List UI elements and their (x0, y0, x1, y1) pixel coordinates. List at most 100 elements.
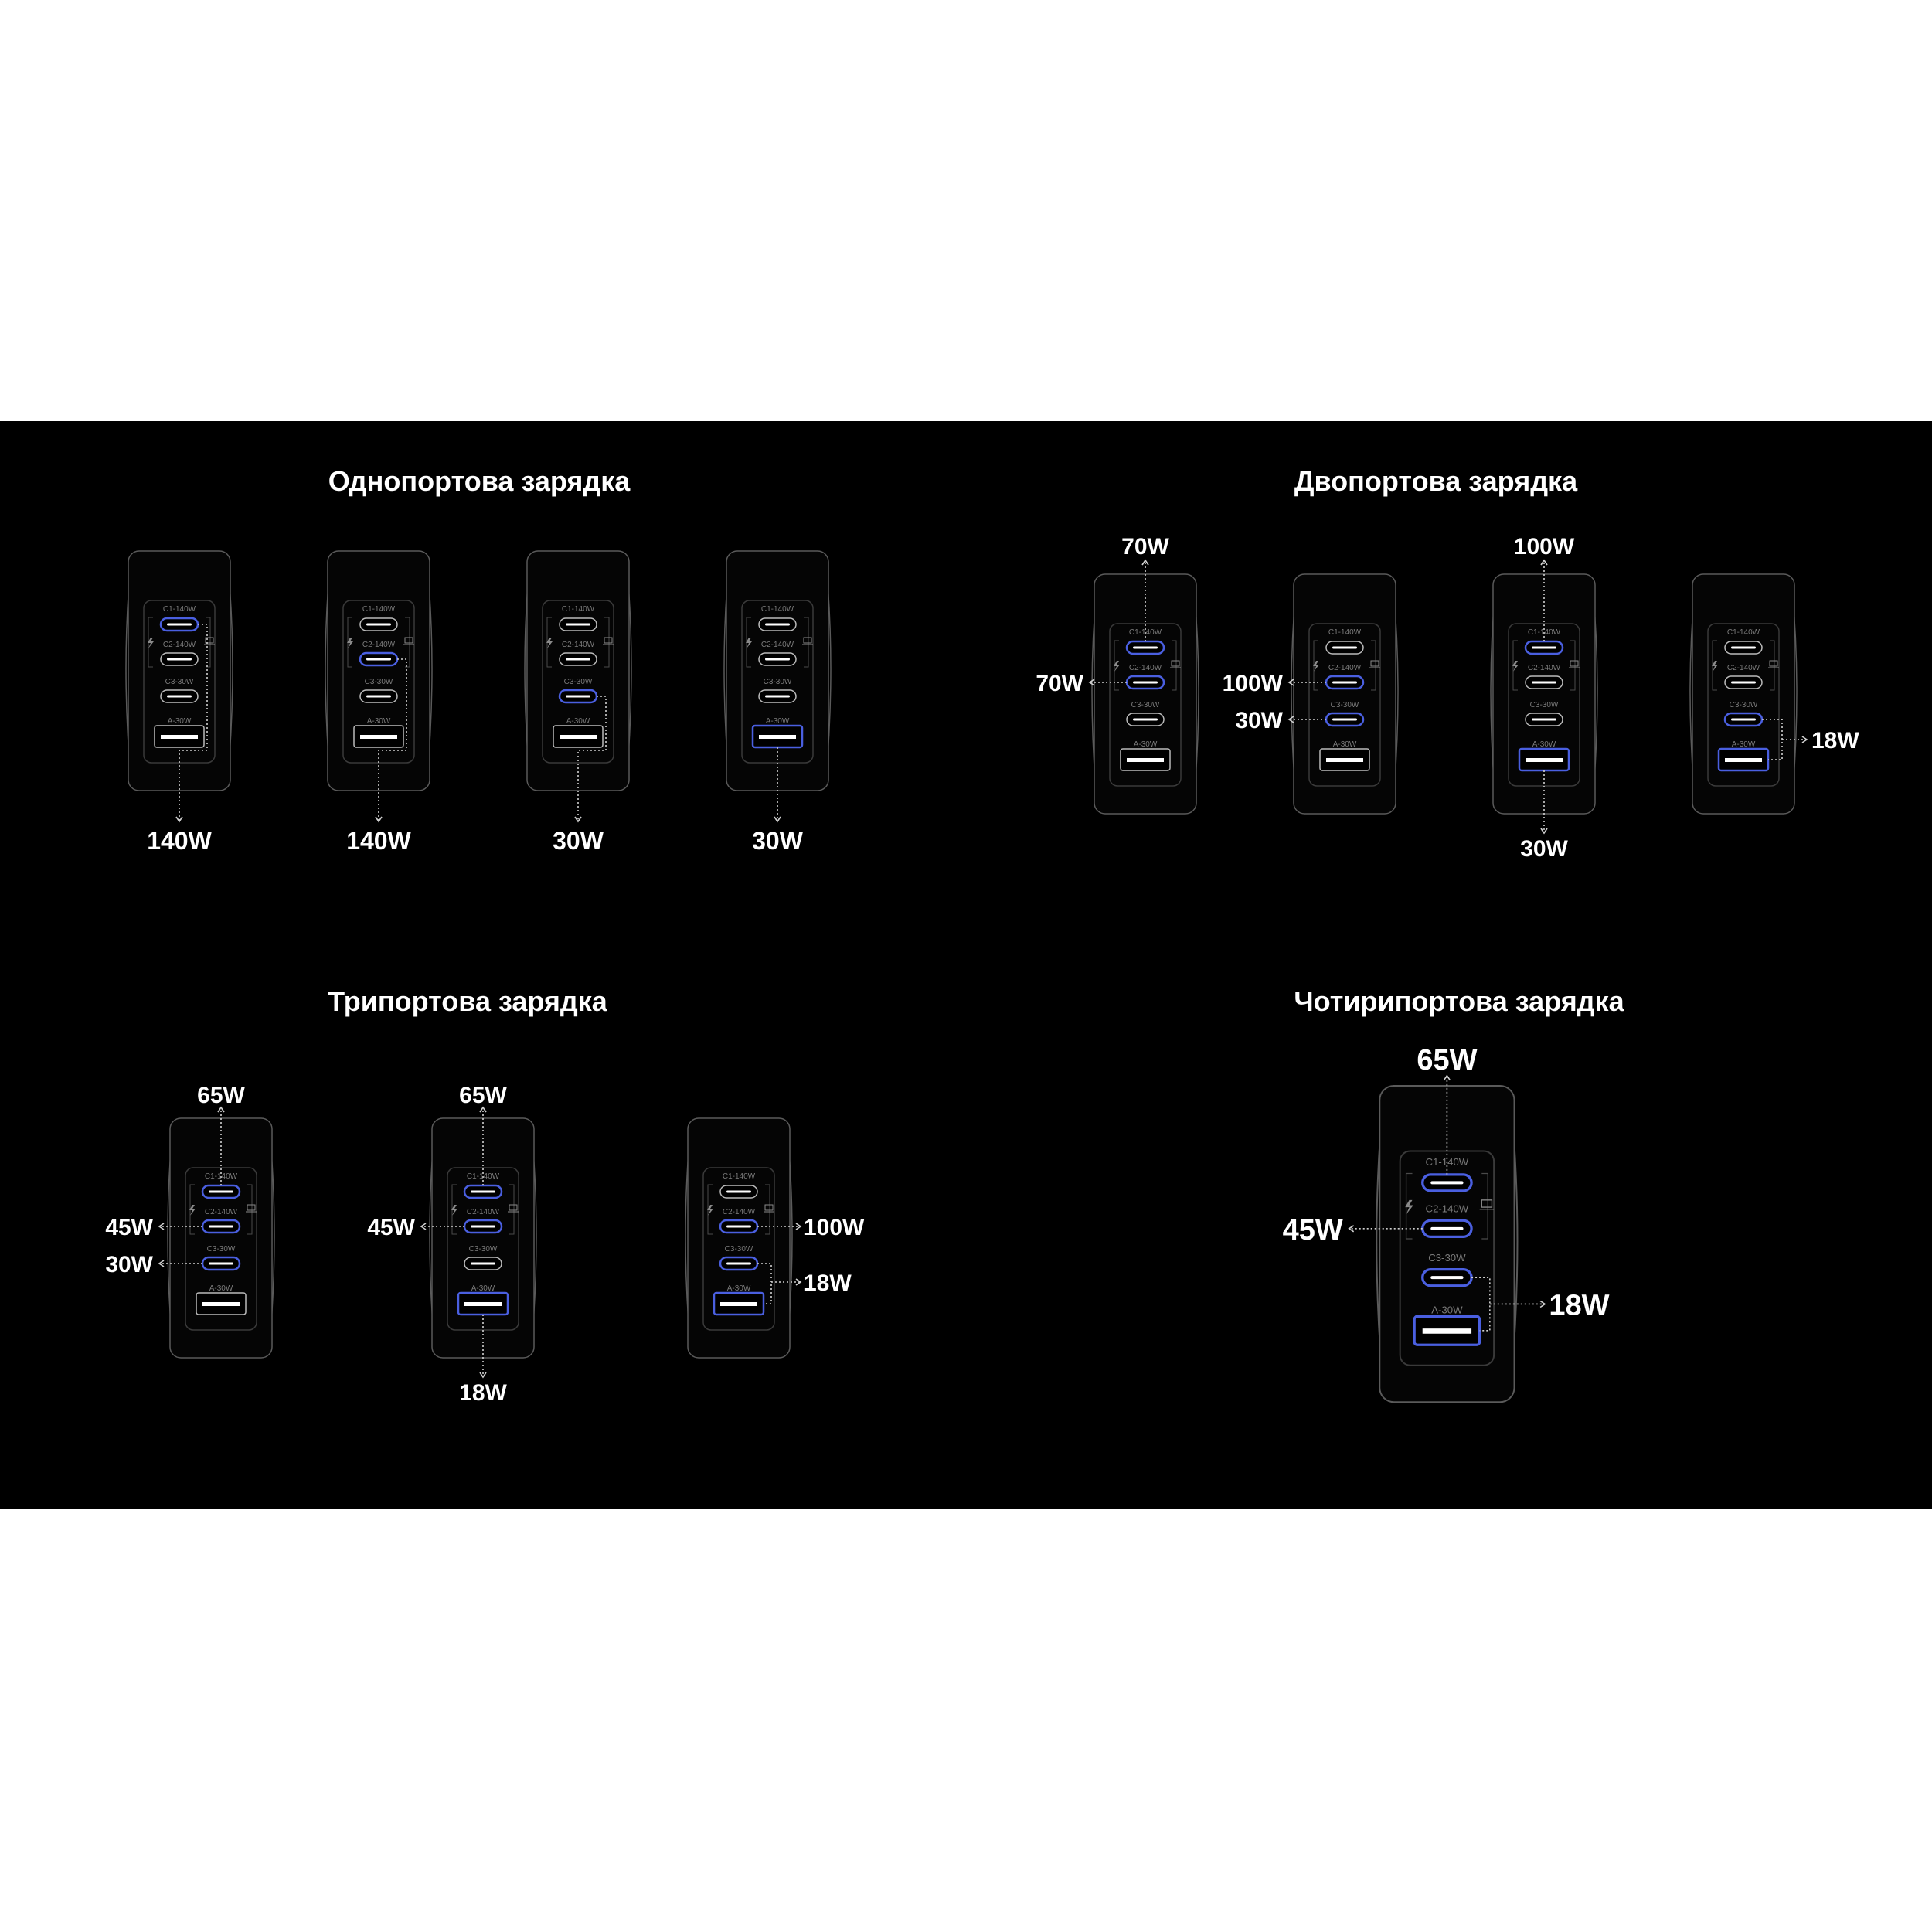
c-bracket-right (1371, 640, 1376, 691)
port-panel (1707, 623, 1780, 787)
laptop-icon (509, 1204, 518, 1211)
c-bracket-right (1770, 640, 1775, 691)
port-label-a: A-30W (566, 717, 590, 726)
port-label-a: A-30W (168, 717, 192, 726)
usb-a-contact (560, 735, 597, 739)
section-title: Однопортова зарядка (328, 465, 631, 497)
usb-c-contact (1133, 718, 1158, 721)
usb-a-contact (759, 735, 796, 739)
usb-c-contact (1133, 681, 1158, 684)
watt-label: 100W (1514, 534, 1575, 560)
laptop-icon (803, 637, 812, 644)
usb-c-contact (1430, 1181, 1464, 1185)
port-label-c3: C3-30W (1428, 1252, 1466, 1264)
usb-c-contact (471, 1225, 495, 1228)
usb-a-contact (360, 735, 397, 739)
usb-c-contact (566, 623, 590, 626)
watt-label: 70W (1036, 671, 1083, 696)
section-title: Трипортова зарядка (328, 985, 608, 1017)
usb-c-contact (366, 658, 391, 661)
arrow-head (1539, 1300, 1546, 1308)
port-label-c1: C1-140W (723, 1172, 756, 1181)
port-label-c2: C2-140W (1727, 664, 1760, 672)
bolt-icon (546, 638, 553, 648)
port-label-c3: C3-30W (764, 678, 792, 686)
arrow-head (158, 1260, 165, 1267)
usb-c-contact (1133, 646, 1158, 649)
arrow-head (1348, 1225, 1355, 1233)
usb-a-contact (1725, 758, 1762, 762)
c-bracket-right (509, 1184, 515, 1235)
bolt-icon (148, 638, 154, 648)
port-label-c2: C2-140W (723, 1208, 756, 1216)
port-label-c3: C3-30W (564, 678, 593, 686)
arrow-head (774, 816, 781, 823)
usb-c-contact (1532, 718, 1556, 721)
usb-c-contact (765, 658, 790, 661)
usb-a-contact (1526, 758, 1563, 762)
arrow-head (420, 1223, 427, 1230)
port-panel (1109, 623, 1182, 787)
arrow-head (375, 816, 383, 823)
usb-a-contact (720, 1302, 757, 1306)
port-label-c1: C1-140W (1727, 628, 1760, 637)
usb-c-contact (765, 623, 790, 626)
port-label-a: A-30W (1431, 1304, 1463, 1315)
port-label-a: A-30W (727, 1284, 751, 1293)
arrow-head (1287, 716, 1294, 723)
usb-c-contact (209, 1225, 233, 1228)
usb-c-contact (1532, 681, 1556, 684)
usb-a-contact (202, 1302, 240, 1306)
usb-c-contact (1731, 718, 1756, 721)
port-label-c3: C3-30W (365, 678, 393, 686)
arrow-head (479, 1372, 487, 1379)
charger-body (327, 550, 430, 791)
watt-label: 100W (804, 1215, 865, 1240)
watt-label: 18W (1811, 728, 1859, 753)
usb-c-contact (1430, 1276, 1464, 1280)
usb-c-contact (366, 623, 391, 626)
port-label-c3: C3-30W (165, 678, 194, 686)
leader-line (179, 624, 208, 821)
arrow-head (479, 1106, 487, 1113)
bolt-icon (1712, 661, 1718, 672)
port-label-c2: C2-140W (761, 641, 794, 649)
port-label-a: A-30W (209, 1284, 233, 1293)
watt-label: 65W (1417, 1044, 1477, 1077)
port-label-c2: C2-140W (1426, 1203, 1469, 1215)
usb-c-contact (1731, 681, 1756, 684)
bolt-icon (347, 638, 353, 648)
port-label-c2: C2-140W (1328, 664, 1362, 672)
usb-c-contact (1332, 681, 1357, 684)
arrow-head (1540, 559, 1548, 566)
arrow-head (1443, 1074, 1451, 1081)
laptop-icon (1481, 1199, 1493, 1208)
port-label-c3: C3-30W (1331, 701, 1359, 709)
laptop-icon (404, 637, 413, 644)
arrow-head (1141, 559, 1149, 566)
port-label-c2: C2-140W (362, 641, 396, 649)
port-label-a: A-30W (1333, 740, 1357, 749)
leader-line (757, 1263, 772, 1304)
usb-c-contact (209, 1190, 233, 1193)
bolt-icon (1405, 1199, 1413, 1215)
watt-label: 30W (752, 827, 804, 855)
laptop-icon (1570, 660, 1579, 667)
port-panel (1308, 623, 1381, 787)
usb-c-contact (167, 695, 192, 698)
arrow-head (1540, 828, 1548, 835)
laptop-icon (247, 1204, 256, 1211)
c-bracket-right (206, 617, 211, 668)
arrow-head (1088, 679, 1095, 686)
port-label-a: A-30W (1532, 740, 1556, 749)
port-label-c2: C2-140W (467, 1208, 500, 1216)
watt-label: 18W (1549, 1289, 1609, 1321)
watt-label: 45W (1283, 1214, 1343, 1247)
port-label-c3: C3-30W (1530, 701, 1559, 709)
